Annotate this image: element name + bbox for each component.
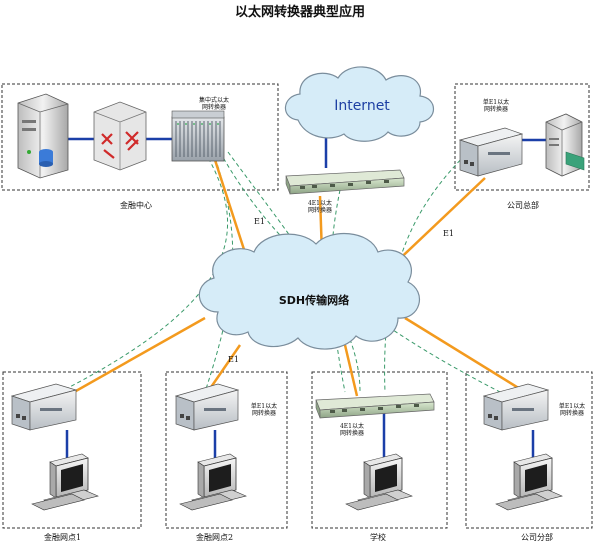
finance-center-box (1, 83, 279, 191)
internet-label: Internet (334, 98, 390, 114)
sub-office-device-label-1: 单E1以太 (559, 402, 585, 410)
branch2-pc (179, 453, 247, 511)
hq-server (545, 113, 585, 177)
sub-office-pc (495, 453, 563, 511)
hq-converter (458, 127, 524, 177)
sub-office-box (465, 371, 593, 529)
diagram-title: 以太网转换器典型应用 (235, 4, 365, 20)
sub-office-name: 公司分部 (521, 532, 553, 542)
center-device-label-2: 网转换器 (202, 103, 226, 111)
finance-center-server (17, 93, 69, 179)
hq-box (454, 83, 590, 191)
branch2-box (165, 371, 288, 529)
hq-name: 公司总部 (507, 200, 539, 210)
hub-4e1-converter (285, 169, 405, 195)
center-device-label-1: 集中式以太 (199, 96, 229, 104)
centralized-converter-rack (171, 110, 225, 162)
sdh-cloud-shape (198, 232, 420, 350)
e1-label-center: E1 (254, 217, 265, 226)
hq-device-label-2: 网转换器 (484, 105, 508, 113)
router-icon (93, 101, 147, 171)
school-name: 学校 (370, 532, 386, 542)
lan-links (65, 134, 546, 460)
e1-label-branch2: E1 (228, 355, 239, 364)
e1-link-branch2 (205, 344, 242, 394)
hub-device-label-2: 网转换器 (308, 206, 332, 214)
school-device-label-1: 4E1以太 (340, 422, 364, 430)
branch1-name: 金融网点1 (44, 532, 81, 542)
branch2-name: 金融网点2 (196, 532, 233, 542)
branch2-device-label-1: 单E1以太 (251, 402, 277, 410)
e1-labels: E1 E1 E1 (228, 217, 454, 364)
sdh-cloud: SDH传输网络 (198, 232, 420, 350)
virtual-link-center-branch1 (59, 151, 229, 393)
sub-office-device-label-2: 网转换器 (560, 409, 584, 417)
e1-links (59, 159, 526, 402)
e1-link-branch1 (59, 316, 206, 402)
hub-device-label-1: 4E1以太 (308, 199, 332, 207)
finance-center-name: 金融中心 (120, 200, 152, 210)
internet-cloud: Internet (284, 66, 435, 142)
branch1-box (2, 371, 142, 529)
school-device-label-2: 网转换器 (340, 429, 364, 437)
hq-device-label-1: 单E1以太 (483, 98, 509, 106)
branch1-pc (31, 453, 99, 511)
virtual-link-center-school (227, 151, 361, 393)
school-box (311, 371, 448, 529)
internet-cloud-shape (284, 66, 435, 142)
sub-office-converter (482, 383, 550, 431)
branch2-converter (174, 383, 240, 431)
e1-link-school (343, 344, 359, 397)
branch2-device-label-2: 网转换器 (252, 409, 276, 417)
e1-link-sub (404, 316, 526, 394)
branch1-converter (10, 383, 78, 431)
sdh-label: SDH传输网络 (279, 293, 349, 307)
school-converter (315, 393, 435, 419)
e1-label-hq: E1 (443, 229, 454, 238)
school-pc (345, 453, 413, 511)
virtual-link-hq-school (384, 149, 471, 393)
e1-link-hq (389, 177, 486, 269)
site-boxes (1, 83, 593, 529)
